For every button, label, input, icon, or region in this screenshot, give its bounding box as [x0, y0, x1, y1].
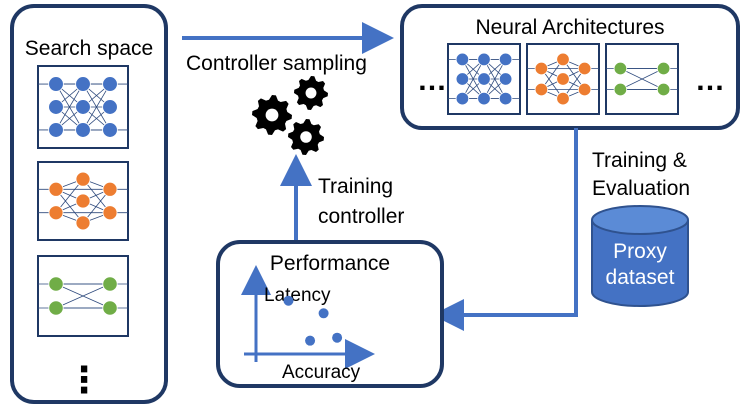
performance-panel: Performance Latency Accuracy	[216, 240, 444, 388]
neural-architectures-title: Neural Architectures	[475, 16, 664, 39]
evaluation-feedback-arrow	[432, 128, 578, 331]
neuron	[102, 99, 118, 115]
neuron	[48, 300, 64, 316]
performance-title: Performance	[270, 252, 390, 275]
proxy-dataset-label-1: Proxy	[613, 240, 667, 263]
neuron	[613, 82, 628, 97]
gear-icon	[252, 95, 292, 135]
neuron	[102, 300, 118, 316]
neuron	[556, 91, 570, 106]
controller-gears-icon	[252, 76, 328, 155]
performance-point	[332, 332, 343, 343]
performance-plot: Latency Accuracy	[241, 265, 375, 383]
training-controller-label-1: Training	[318, 175, 393, 198]
neuron	[577, 61, 592, 76]
architectures-ellipsis-left: …	[417, 64, 447, 97]
neuron	[498, 91, 513, 106]
neuron	[48, 122, 64, 138]
search-space-net-3	[37, 255, 129, 337]
neuron	[102, 122, 118, 138]
search-space-net-1	[37, 65, 129, 149]
search-space-more: ⋮	[66, 359, 102, 400]
neuron	[613, 61, 628, 76]
proxy-dataset-cylinder: Proxy dataset	[591, 205, 689, 307]
neuron	[48, 181, 64, 197]
controller-sampling-label: Controller sampling	[186, 52, 367, 75]
neuron	[48, 276, 64, 292]
training-evaluation-label-2: Evaluation	[592, 177, 690, 200]
neuron	[75, 215, 91, 231]
neuron	[48, 76, 64, 92]
gear-icon	[288, 119, 324, 155]
training-controller-arrow: Training controller	[280, 154, 404, 240]
neuron	[656, 82, 671, 97]
search-space-networks	[37, 65, 129, 337]
neuron	[656, 61, 671, 76]
neuron	[498, 72, 513, 86]
gear-icon	[294, 76, 328, 110]
neuron	[556, 72, 570, 86]
neural-architectures-panel: Neural Architectures … …	[400, 4, 740, 130]
neuron	[534, 61, 549, 76]
search-space-net-2	[37, 161, 129, 241]
search-space-title: Search space	[25, 37, 153, 60]
architecture-networks	[447, 43, 679, 115]
performance-point	[283, 295, 294, 306]
architecture-net-1	[447, 43, 521, 115]
training-controller-label-2: controller	[318, 205, 404, 228]
y-axis-label: Latency	[264, 285, 331, 306]
architecture-net-3	[605, 43, 679, 115]
neuron	[75, 193, 91, 209]
neuron	[75, 76, 91, 92]
training-evaluation-label-1: Training &	[592, 149, 687, 172]
neuron	[534, 82, 549, 97]
neuron	[455, 52, 470, 67]
proxy-dataset-label-2: dataset	[606, 266, 675, 289]
neuron	[75, 171, 91, 187]
neuron	[102, 205, 118, 221]
neuron	[75, 99, 91, 115]
search-space-panel: Search space ⋮	[10, 4, 168, 404]
neuron	[102, 276, 118, 292]
performance-point	[305, 335, 316, 346]
architectures-ellipsis-right: …	[695, 64, 725, 97]
performance-points	[283, 295, 343, 346]
neuron	[455, 72, 470, 86]
performance-point	[318, 308, 329, 319]
neuron	[556, 52, 570, 67]
architecture-net-2	[526, 43, 600, 115]
neuron	[75, 122, 91, 138]
neuron	[48, 205, 64, 221]
neuron	[477, 91, 491, 106]
controller-sampling-arrow: Controller sampling	[182, 22, 394, 75]
neuron	[455, 91, 470, 106]
neuron	[48, 99, 64, 115]
x-axis-label: Accuracy	[282, 362, 361, 383]
neuron	[102, 76, 118, 92]
neuron	[498, 52, 513, 67]
neuron	[102, 181, 118, 197]
neuron	[477, 52, 491, 67]
neuron	[477, 72, 491, 86]
neuron	[577, 82, 592, 97]
